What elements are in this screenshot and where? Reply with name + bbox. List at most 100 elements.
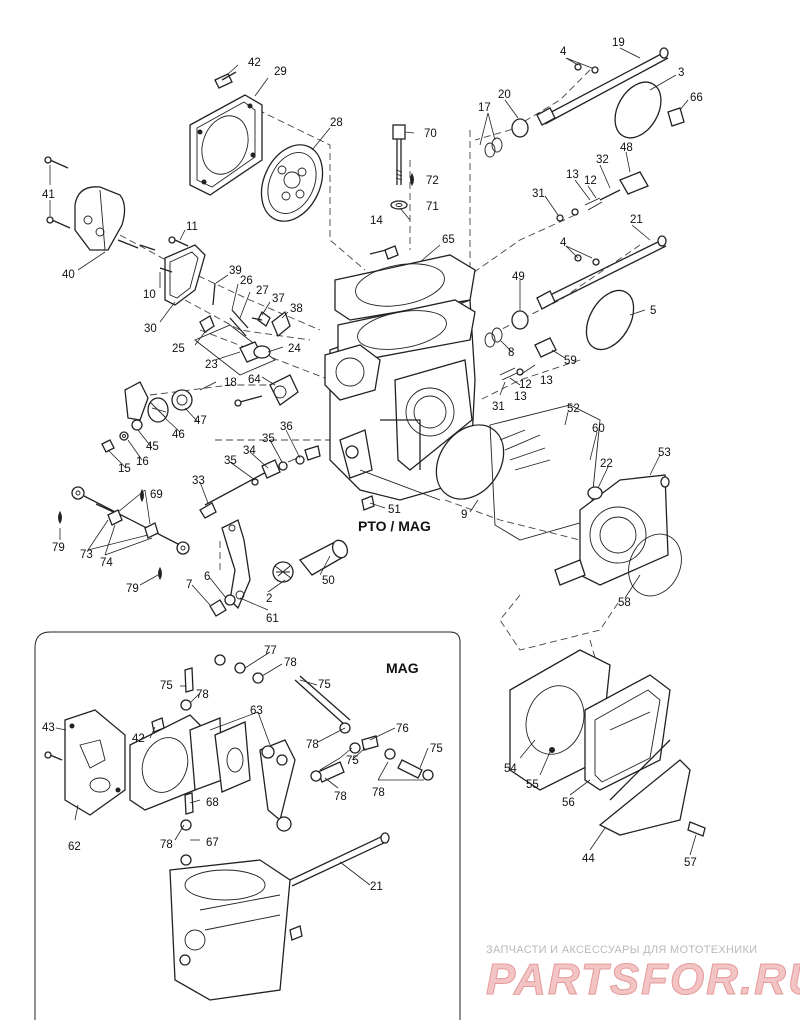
callout-31b: 31: [492, 401, 505, 413]
fuel-pump-group: [435, 404, 682, 597]
lower-right-plate-group: [509, 649, 706, 837]
callout-58: 58: [618, 597, 631, 609]
callout-4b: 4: [560, 237, 567, 249]
callout-42: 42: [248, 57, 261, 69]
callout-45: 45: [146, 441, 159, 453]
callout-78f: 78: [160, 839, 173, 851]
callout-13b: 13: [540, 375, 553, 387]
callout-12b: 12: [519, 379, 532, 391]
callout-67: 67: [206, 837, 219, 849]
callout-8: 8: [508, 347, 514, 359]
callout-34: 34: [243, 445, 256, 457]
callout-28: 28: [330, 117, 343, 129]
callout-4: 4: [560, 46, 567, 58]
callout-42b: 42: [132, 733, 145, 745]
callout-68: 68: [206, 797, 219, 809]
throttle-left-group: [101, 381, 193, 453]
callout-23: 23: [205, 359, 218, 371]
carburetor-body: [324, 245, 476, 511]
callout-79: 79: [52, 542, 65, 554]
callout-64: 64: [248, 374, 261, 386]
callout-75: 75: [160, 680, 173, 692]
callout-65: 65: [442, 234, 455, 246]
small-parts-group: [194, 282, 299, 407]
callout-49: 49: [512, 271, 525, 283]
callout-55: 55: [526, 779, 539, 791]
callout-78c: 78: [306, 739, 319, 751]
callout-10: 10: [143, 289, 156, 301]
callout-50: 50: [322, 575, 335, 587]
callout-54: 54: [504, 763, 517, 775]
callout-30: 30: [144, 323, 157, 335]
callout-62: 62: [68, 841, 81, 853]
watermark-brand: PARTSFOR.RU: [486, 955, 800, 1004]
callout-2: 2: [266, 593, 272, 605]
callout-53: 53: [658, 447, 671, 459]
callout-16: 16: [136, 456, 149, 468]
callout-31: 31: [532, 188, 545, 200]
callout-14: 14: [370, 215, 383, 227]
callout-13c: 13: [514, 391, 527, 403]
callout-70: 70: [424, 128, 437, 140]
pump-cover-group: [189, 71, 324, 222]
callout-39: 39: [229, 265, 242, 277]
callout-36: 36: [280, 421, 293, 433]
callout-22: 22: [600, 458, 613, 470]
callout-12: 12: [584, 175, 597, 187]
cover-30-group: [159, 236, 206, 306]
callout-77: 77: [264, 645, 277, 657]
enrichener-group: [556, 171, 649, 222]
callout-51: 51: [388, 504, 401, 516]
callout-20: 20: [498, 89, 511, 101]
callout-78b: 78: [196, 689, 209, 701]
callout-32: 32: [596, 154, 609, 166]
callout-41: 41: [42, 189, 55, 201]
callout-72: 72: [426, 175, 439, 187]
watermark: ЗАПЧАСТИ И АКСЕССУАРЫ ДЛЯ МОТОТЕХНИКИ PA…: [486, 944, 800, 1005]
mag-inset-parts: [44, 654, 434, 1001]
callout-11: 11: [186, 221, 198, 233]
callout-75d: 75: [346, 755, 359, 767]
callout-35: 35: [262, 433, 275, 445]
callout-75c: 75: [430, 743, 443, 755]
bracket-40-group: [44, 156, 156, 251]
callout-63: 63: [250, 705, 263, 717]
leader-lines: [49, 47, 697, 886]
mag-label: MAG: [386, 660, 419, 676]
callout-21b: 21: [370, 881, 383, 893]
callout-33: 33: [192, 475, 205, 487]
jet-group: [199, 445, 321, 519]
callout-21: 21: [630, 214, 643, 226]
callout-7: 7: [186, 579, 192, 591]
callout-52: 52: [567, 403, 580, 415]
callout-37: 37: [272, 293, 285, 305]
callout-19: 19: [612, 37, 625, 49]
callout-9: 9: [461, 509, 467, 521]
callout-74: 74: [100, 557, 113, 569]
callout-79b: 79: [126, 583, 139, 595]
callout-38: 38: [290, 303, 303, 315]
callout-73: 73: [80, 549, 93, 561]
callout-27: 27: [256, 285, 269, 297]
callout-6: 6: [204, 571, 210, 583]
throttle-lever-group: [209, 519, 349, 617]
callout-69: 69: [150, 489, 163, 501]
callout-numbers: 42 29 28 41 40 11 10 30 39 26 27 37 38 2…: [42, 37, 703, 893]
callout-35b: 35: [224, 455, 237, 467]
callout-44: 44: [582, 853, 595, 865]
callout-78: 78: [284, 657, 297, 669]
callout-75b: 75: [318, 679, 331, 691]
callout-71: 71: [426, 201, 439, 213]
callout-59: 59: [564, 355, 577, 367]
callout-3: 3: [678, 67, 684, 79]
linkage-rod-group: [58, 486, 190, 580]
callout-56: 56: [562, 797, 575, 809]
callout-26: 26: [240, 275, 253, 287]
callout-15: 15: [118, 463, 131, 475]
callout-46: 46: [172, 429, 185, 441]
throttle-shaft-21-group: [484, 235, 667, 381]
callout-24: 24: [288, 343, 301, 355]
callout-40: 40: [62, 269, 75, 281]
callout-13: 13: [566, 169, 579, 181]
